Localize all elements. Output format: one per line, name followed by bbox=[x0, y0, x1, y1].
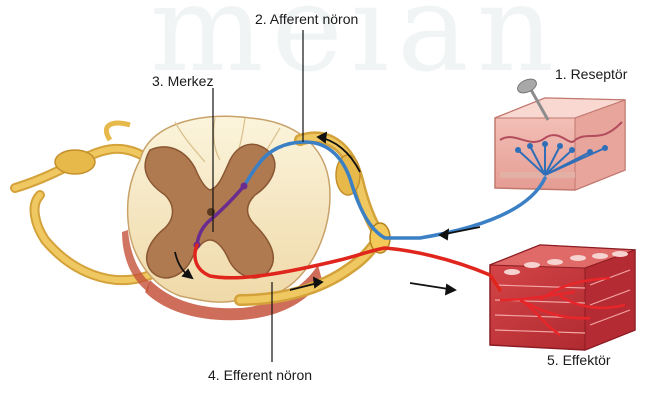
label-receptor: 1. Reseptör bbox=[555, 66, 627, 82]
label-center: 3. Merkez bbox=[152, 73, 213, 89]
label-afferent-neuron: 2. Afferent nöron bbox=[255, 11, 358, 27]
muscle-effector bbox=[490, 245, 635, 350]
label-effector: 5. Effektör bbox=[547, 352, 611, 368]
label-efferent-neuron: 4. Efferent nöron bbox=[208, 367, 312, 383]
skin-receptor bbox=[495, 76, 625, 190]
